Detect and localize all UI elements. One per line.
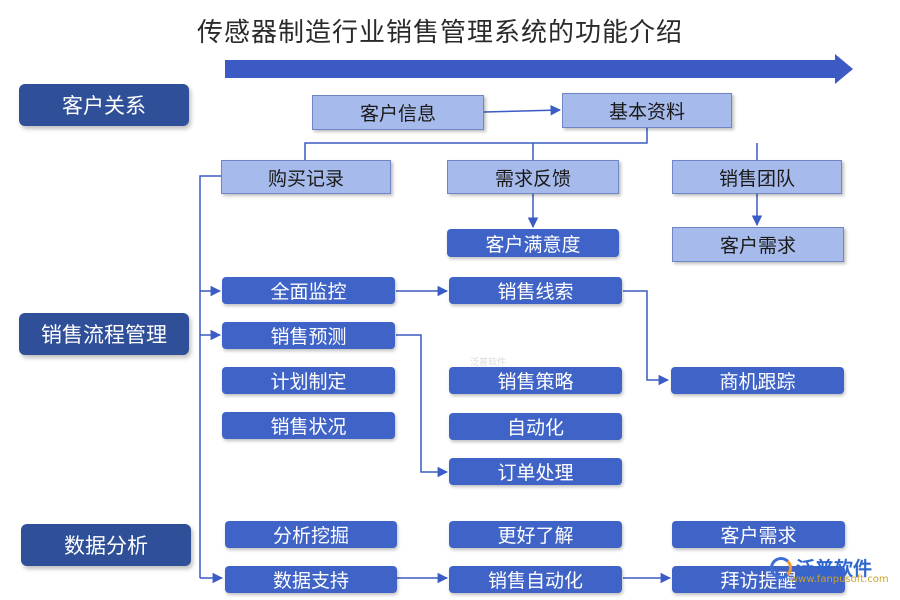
header-arrow <box>225 54 853 84</box>
watermark-brand: 泛普软件 <box>770 554 872 581</box>
diagram-title: 传感器制造行业销售管理系统的功能介绍 <box>196 18 683 48</box>
connector-leads-to-tracking <box>623 290 670 386</box>
category-sales-process: 销售流程管理 <box>19 313 189 355</box>
connector-left-bracket <box>199 175 221 578</box>
box-data-support: 数据支持 <box>225 566 397 593</box>
box-customer-info: 客户信息 <box>312 95 484 130</box>
box-sales-strategy: 销售策略 <box>449 367 622 394</box>
box-order-processing: 订单处理 <box>449 458 622 485</box>
box-analysis-mining: 分析挖掘 <box>225 521 397 548</box>
box-full-monitoring: 全面监控 <box>222 277 395 304</box>
connector-basic-branch <box>304 128 758 160</box>
box-sales-automation: 销售自动化 <box>449 566 622 593</box>
watermark-url: www.fanpusoft.com <box>790 574 889 585</box>
box-customer-demand-team: 客户需求 <box>672 227 844 262</box>
box-automation: 自动化 <box>449 413 622 440</box>
box-basic-data: 基本资料 <box>562 93 732 128</box>
box-sales-team: 销售团队 <box>672 160 842 194</box>
box-purchase-records: 购买记录 <box>221 160 391 194</box>
watermark-faint: 泛普软件 <box>470 358 507 368</box>
box-sales-status: 销售状况 <box>222 412 395 439</box>
category-data-analysis: 数据分析 <box>21 524 191 566</box>
box-sales-leads: 销售线索 <box>449 277 622 304</box>
connector-info-to-basic <box>483 105 562 116</box>
box-customer-satisfaction: 客户满意度 <box>447 229 619 257</box>
box-demand-feedback: 需求反馈 <box>447 160 619 194</box>
box-customer-demand-analysis: 客户需求 <box>672 521 845 548</box>
connector-forecast-to-order <box>396 334 449 478</box>
box-opportunity-tracking: 商机跟踪 <box>671 367 844 394</box>
watermark-brand-text: 泛普软件 <box>796 558 873 580</box>
box-better-understanding: 更好了解 <box>449 521 622 548</box>
category-customer-relations: 客户关系 <box>19 84 189 126</box>
box-sales-forecast: 销售预测 <box>222 322 395 349</box>
brand-logo-icon <box>770 556 792 579</box>
box-plan-making: 计划制定 <box>222 367 395 394</box>
